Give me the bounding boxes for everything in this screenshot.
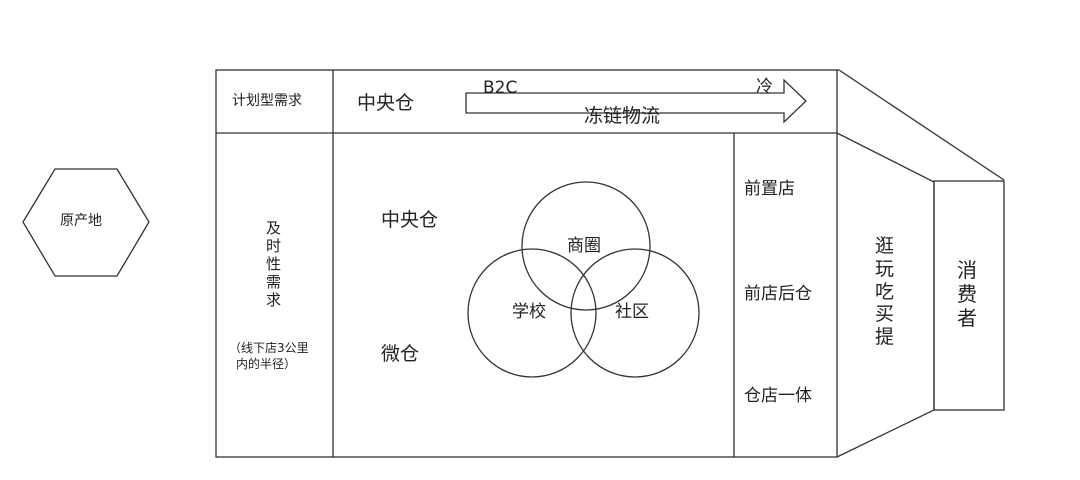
- planned-central-warehouse: 中央仓: [357, 92, 415, 114]
- consumer-char: 者: [957, 306, 977, 330]
- main-frame: [215, 69, 838, 458]
- timely-char: 性: [266, 255, 282, 273]
- shopping-activities-label: 逛 玩 吃 买 提: [875, 235, 894, 349]
- venn-label-school: 学校: [512, 302, 546, 322]
- consumer-char: 费: [957, 282, 977, 306]
- micro-warehouse-label: 微仓: [381, 343, 420, 365]
- shopping-char: 玩: [875, 257, 895, 280]
- timely-char: 及: [266, 219, 282, 237]
- cold-chain-logistics-label: 冻链物流: [584, 105, 661, 127]
- central-warehouse-label: 中央仓: [381, 209, 439, 231]
- origin-label: 原产地: [60, 213, 102, 229]
- planned-demand-label: 计划型需求: [232, 93, 302, 109]
- timely-note-line2: 内的半径）: [236, 357, 297, 371]
- timely-note-line1: （线下店3公里: [229, 341, 309, 355]
- store-integrated-label: 仓店一体: [744, 386, 812, 406]
- timely-char: 时: [266, 237, 282, 255]
- origin-hexagon: [22, 168, 150, 277]
- shopping-char: 逛: [875, 235, 895, 257]
- b2c-label: B2C: [483, 78, 518, 98]
- consumer-label: 消 费 者: [957, 258, 977, 330]
- store-front-back-label: 前店后仓: [744, 284, 812, 304]
- timely-char: 需: [266, 273, 282, 291]
- timely-demand-label: 及 时 性 需 求: [266, 219, 281, 309]
- venn-label-community: 社区: [615, 302, 649, 322]
- venn-circle-top: [521, 181, 651, 311]
- venn-label-business-district: 商圈: [567, 236, 601, 256]
- shopping-char: 吃: [875, 280, 895, 303]
- shopping-char: 买: [875, 303, 895, 326]
- cold-chain-arrow: [465, 78, 807, 124]
- venn-circle-left: [467, 248, 597, 378]
- cold-char: 冷: [756, 77, 773, 97]
- consumer-box: [933, 180, 1005, 411]
- consumer-char: 消: [957, 258, 977, 282]
- shopping-char: 提: [875, 326, 895, 349]
- top-roof-line: [837, 69, 1005, 181]
- store-front-label: 前置店: [744, 179, 795, 199]
- venn-circle-right: [570, 248, 700, 378]
- timely-char: 求: [266, 291, 282, 309]
